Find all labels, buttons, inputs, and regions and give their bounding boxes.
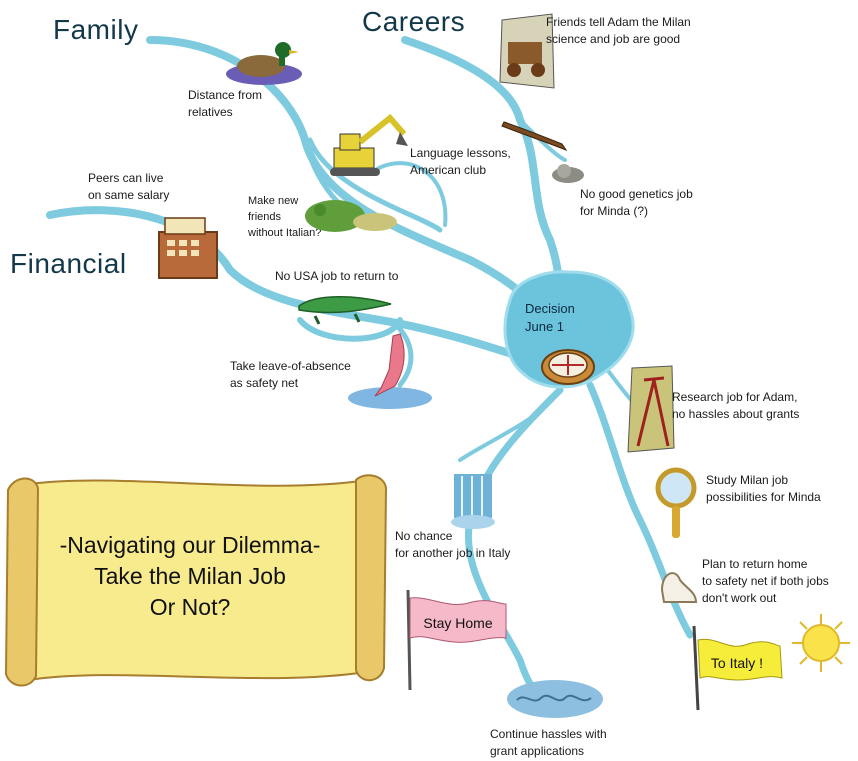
- flag-stay-home: [406, 589, 507, 691]
- bush-icon: [305, 200, 397, 232]
- snail-icon: [552, 164, 584, 183]
- note-peers: Peers can live on same salary: [88, 171, 170, 202]
- sun-icon: [792, 614, 850, 672]
- canoe-icon: [501, 121, 568, 152]
- cash-register-icon: [158, 217, 218, 279]
- note-leave: Take leave-of-absence as safety net: [230, 359, 351, 390]
- duck-icon: [226, 42, 302, 85]
- compass-icon: [541, 349, 595, 385]
- careers-title: Careers: [362, 6, 466, 37]
- note-language: Language lessons, American club: [410, 146, 511, 177]
- flag-italy-label: To Italy !: [710, 655, 764, 671]
- flag-stay-label: Stay Home: [423, 615, 493, 631]
- note-no-chance: No chance for another job in Italy: [395, 529, 511, 560]
- decision-label: Decision June 1: [525, 301, 575, 334]
- financial-title: Financial: [10, 248, 127, 279]
- flag-italy: [692, 625, 783, 711]
- note-hassles: Continue hassles with grant applications: [490, 727, 607, 758]
- note-distance: Distance from relatives: [188, 88, 263, 119]
- excavator-icon: [330, 113, 408, 176]
- note-research: Research job for Adam, no hassles about …: [672, 390, 800, 421]
- family-title: Family: [53, 14, 139, 45]
- leg-icon: [348, 333, 432, 409]
- note-friends-tell: Friends tell Adam the Milan science and …: [546, 15, 691, 46]
- water-icon: [507, 680, 603, 718]
- scroll-banner: [4, 474, 388, 687]
- financial-branch: [46, 206, 534, 364]
- stay-branch: [465, 386, 564, 698]
- note-no-usa-job: No USA job to return to: [275, 269, 399, 283]
- crocodile-icon: [298, 296, 392, 325]
- waterfall-icon: [451, 474, 495, 529]
- surveyor-icon: [627, 365, 675, 453]
- wagon-icon: [499, 13, 555, 89]
- decision-hub: [503, 270, 635, 389]
- note-no-genetics: No good genetics job for Minda (?): [580, 187, 693, 218]
- careers-branch: [401, 36, 563, 304]
- note-friends: Make new friends without Italian?: [248, 195, 322, 239]
- note-study: Study Milan job possibilities for Minda: [706, 473, 821, 504]
- shoe-icon: [660, 572, 698, 603]
- scroll-title: -Navigating our Dilemma- Take the Milan …: [59, 532, 321, 620]
- magnifier-icon: [655, 467, 697, 538]
- note-plan-return: Plan to return home to safety net if bot…: [702, 557, 829, 605]
